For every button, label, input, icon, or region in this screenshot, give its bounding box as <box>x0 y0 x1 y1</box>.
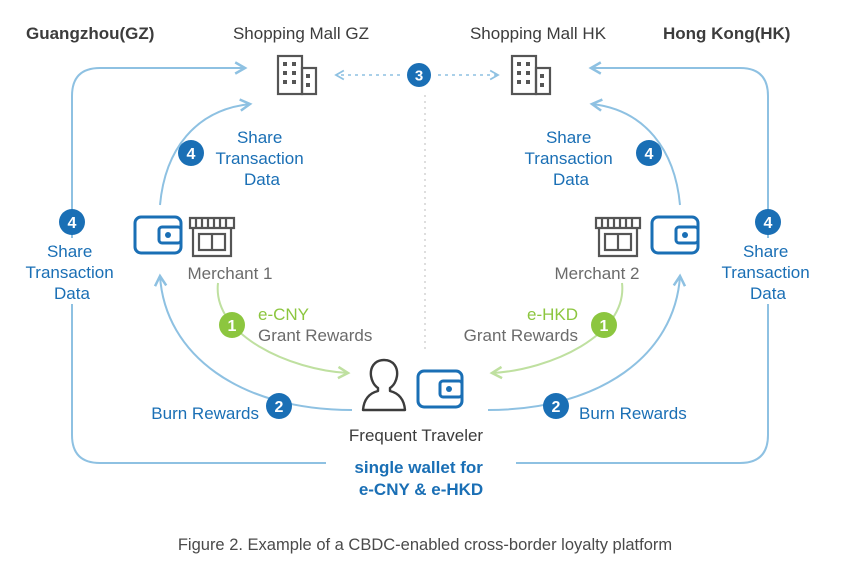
region-label-gz: Guangzhou(GZ) <box>26 24 154 43</box>
step-badge-3 <box>407 63 431 87</box>
label-backdrop <box>18 238 126 304</box>
merchant-mall-arc-right <box>589 98 681 206</box>
merchant-label-1: Merchant 1 <box>187 264 272 283</box>
wallet-icon <box>416 369 464 409</box>
burn-arc-left <box>153 273 353 411</box>
storefront-icon <box>188 216 236 258</box>
share-data-label: Share Transaction Data <box>722 242 815 303</box>
step-number: 4 <box>764 215 773 232</box>
label-backdrop <box>326 452 516 504</box>
step-badge-1 <box>219 312 245 338</box>
person-icon <box>361 358 407 412</box>
step-badge-4 <box>59 209 85 235</box>
step-badge-2 <box>543 393 569 419</box>
grant-arc-right <box>489 282 624 380</box>
grant-arc-left <box>216 282 351 380</box>
currency-label-ehkd: e-HKD <box>527 305 578 324</box>
step-number: 3 <box>415 68 423 85</box>
wallet-icon <box>133 215 183 255</box>
building-icon <box>510 54 552 96</box>
share-data-label: Share Transaction Data <box>525 128 618 189</box>
traveler-label: Frequent Traveler <box>349 426 484 445</box>
merchant-mall-arc-left <box>159 98 253 206</box>
burn-rewards-label: Burn Rewards <box>151 404 259 423</box>
currency-label-ecny: e-CNY <box>258 305 309 324</box>
burn-rewards-label: Burn Rewards <box>579 404 687 423</box>
step-badge-4 <box>755 209 781 235</box>
merchant-label-2: Merchant 2 <box>554 264 639 283</box>
share-data-label: Share Transaction Data <box>216 128 309 189</box>
share-data-label: Share Transaction Data <box>26 242 119 303</box>
step-number: 2 <box>275 399 284 416</box>
step-number: 4 <box>68 215 77 232</box>
wallet-icon <box>650 215 700 255</box>
burn-arc-right <box>487 273 687 411</box>
label-backdrop <box>712 238 824 304</box>
step-number: 1 <box>600 318 609 335</box>
grant-rewards-label: Grant Rewards <box>464 326 578 345</box>
step-badge-2 <box>266 393 292 419</box>
grant-rewards-label: Grant Rewards <box>258 326 372 345</box>
region-label-hk: Hong Kong(HK) <box>663 24 790 43</box>
building-icon <box>276 54 318 96</box>
mall-label-gz: Shopping Mall GZ <box>233 24 369 43</box>
wallet-description: single wallet for e-CNY & e-HKD <box>354 458 487 499</box>
step-badge-1 <box>591 312 617 338</box>
step-badge-4 <box>636 140 662 166</box>
storefront-icon <box>594 216 642 258</box>
step-number: 2 <box>552 399 561 416</box>
step-badge-4 <box>178 140 204 166</box>
step-number: 4 <box>187 146 196 163</box>
step-number: 1 <box>228 318 237 335</box>
step-number: 4 <box>645 146 654 163</box>
mall-label-hk: Shopping Mall HK <box>470 24 607 43</box>
figure-caption: Figure 2. Example of a CBDC-enabled cros… <box>178 536 672 554</box>
